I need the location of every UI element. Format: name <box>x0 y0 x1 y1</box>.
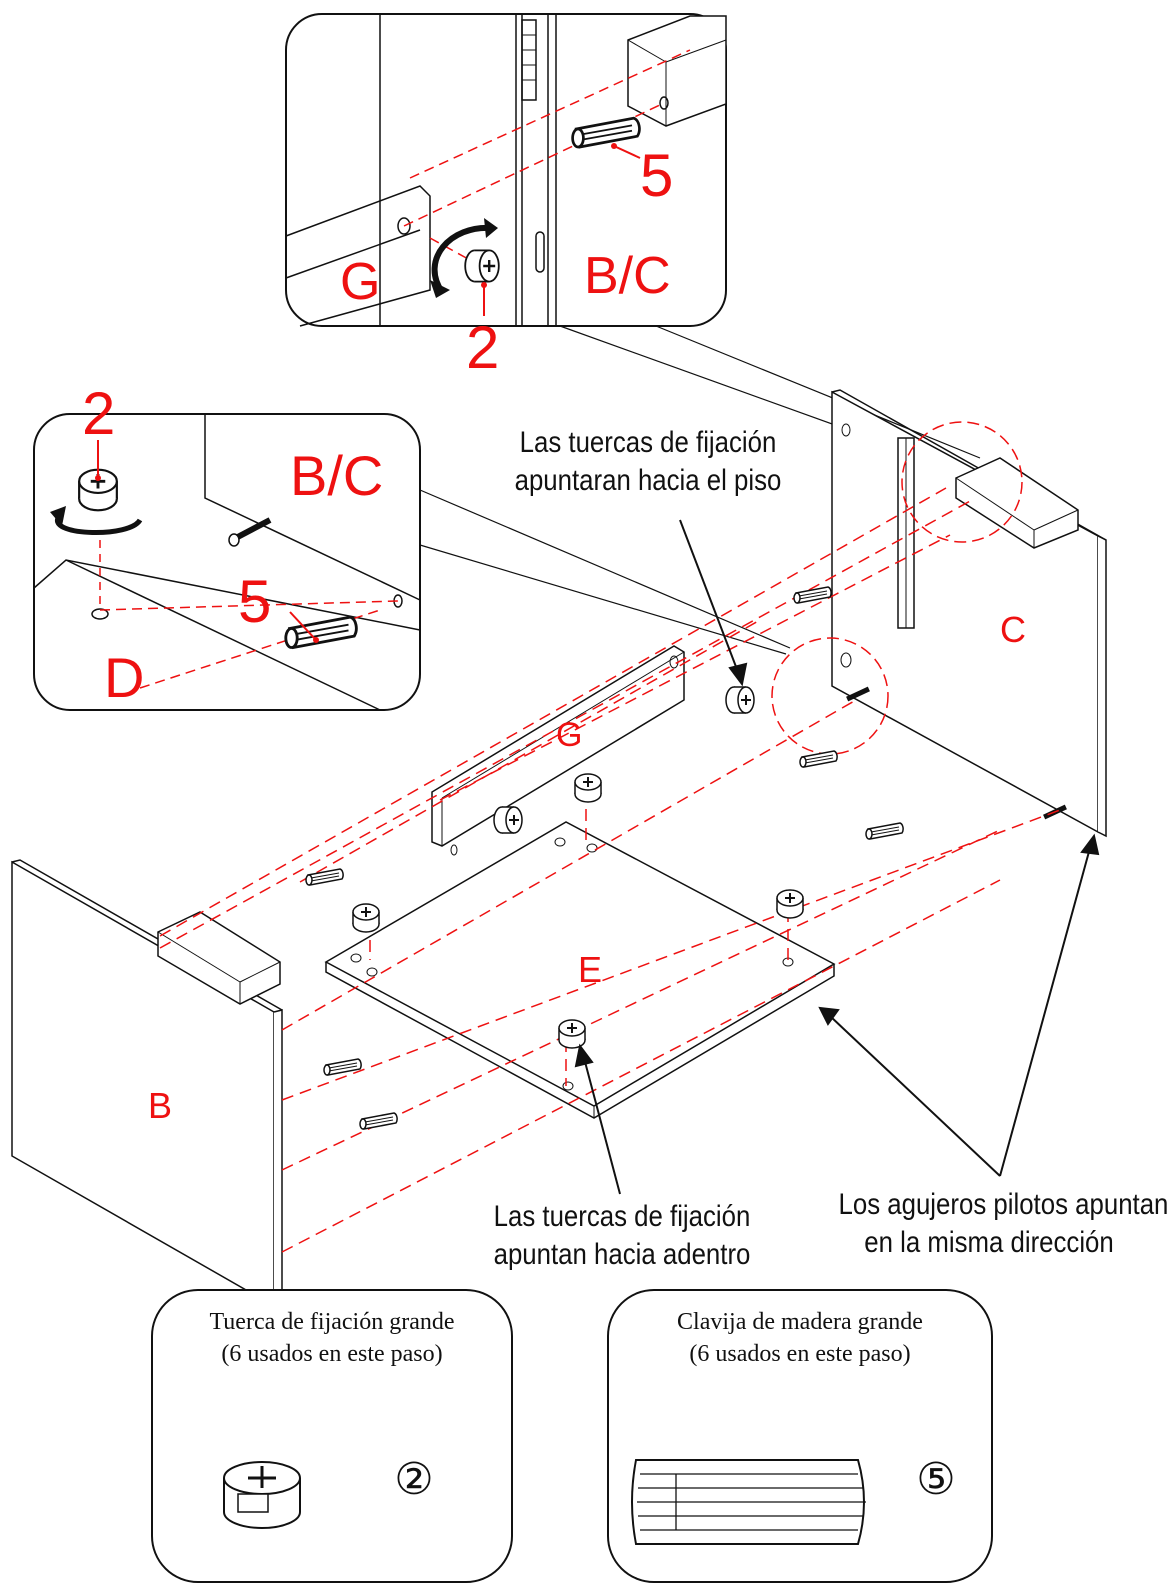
note-pilot-holes-line1: Los agujeros pilotos apuntan <box>838 1188 1169 1221</box>
top-detail-panel-bc-label: B/C <box>584 247 671 305</box>
top-detail-dowel-callout: 5 <box>640 142 674 209</box>
legend-nut-caption: Tuerca de fijación grande (6 usados en e… <box>152 1306 512 1371</box>
legend-dowel-number: ⑤ <box>916 1455 956 1504</box>
left-detail-panel-d-label: D <box>104 646 145 709</box>
wood-dowel-icon <box>631 1459 866 1545</box>
note-nuts-floor: Las tuercas de fijación apuntaran hacia … <box>502 424 794 501</box>
note-pilot-holes: Los agujeros pilotos apuntan en la misma… <box>838 1186 1169 1263</box>
top-detail-panel-g-label: G <box>340 253 381 311</box>
note-nuts-floor-line1: Las tuercas de fijación <box>519 426 777 459</box>
panel-e-label: E <box>578 949 603 990</box>
panel-e <box>324 821 836 1119</box>
left-detail-nut-callout: 2 <box>82 380 116 447</box>
panel-c-label: C <box>1000 609 1026 650</box>
top-detail-nut-callout: 2 <box>466 314 500 381</box>
note-nuts-inward: Las tuercas de fijación apuntan hacia ad… <box>465 1198 778 1275</box>
legend-dowel-title: Clavija de madera grande <box>677 1309 923 1335</box>
detail-top-box <box>285 13 727 327</box>
panel-b <box>11 859 283 1308</box>
legend-dowel-subtitle: (6 usados en este paso) <box>689 1341 911 1368</box>
panel-c <box>831 389 1107 838</box>
note-nuts-floor-line2: apuntaran hacia el piso <box>514 464 782 498</box>
note-pilot-holes-line2: en la misma dirección <box>864 1226 1114 1260</box>
note-nuts-inward-line2: apuntan hacia adentro <box>493 1238 751 1272</box>
legend-dowel-caption: Clavija de madera grande (6 usados en es… <box>608 1306 992 1371</box>
left-detail-panel-bc-label: B/C <box>290 444 384 507</box>
panel-b-label: B <box>148 1085 173 1126</box>
legend-nut-subtitle: (6 usados en este paso) <box>221 1341 443 1368</box>
panel-g-label: G <box>556 716 583 754</box>
left-detail-dowel-callout: 5 <box>238 568 272 635</box>
detail-left-box <box>33 413 421 711</box>
legend-nut-number: ② <box>394 1455 434 1504</box>
cam-lock-nut-icon <box>223 1461 301 1529</box>
note-nuts-inward-line1: Las tuercas de fijación <box>493 1200 751 1233</box>
legend-nut-title: Tuerca de fijación grande <box>209 1309 455 1335</box>
